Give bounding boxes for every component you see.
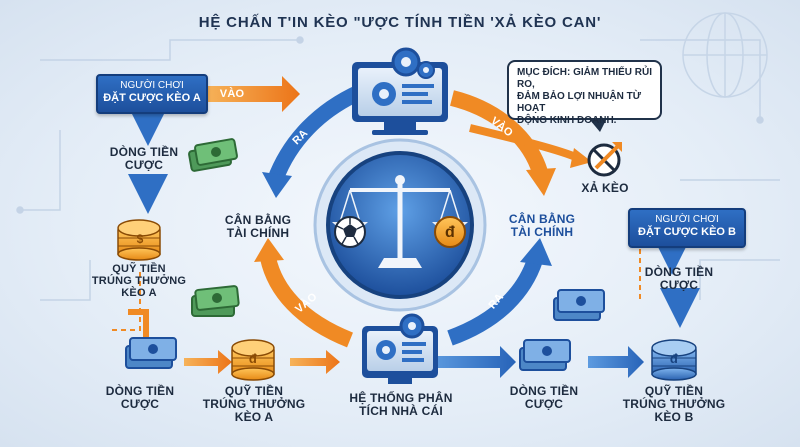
coin-stack-icon-dong-a	[231, 339, 275, 381]
bet-flow-label-right: DÒNG TIỀN CƯỢC	[624, 266, 734, 292]
hedge-shield-icon	[587, 142, 622, 177]
bet-flow-label-bottom-left: DÒNG TIỀN CƯỢC	[90, 385, 190, 411]
purpose-callout: MỤC ĐÍCH: GIẢM THIỂU RỦI RO, ĐẢM BẢO LỢI…	[507, 60, 662, 126]
win-fund-left-line1: QUỸ TIỀN	[112, 263, 166, 275]
left-flow-arrows	[128, 106, 700, 328]
dong-symbol-a: đ	[248, 351, 258, 366]
player-bet-a-line2: ĐẶT CƯỢC KÈO A	[103, 91, 201, 104]
bottom-fund-b-line3: KÈO B	[654, 409, 694, 424]
diagram-title: HỆ CHẤN T'IN KÈO "ƯỢC TÍNH TIỀN 'XẢ KÈO …	[198, 14, 602, 31]
cash-stack-icon-bottom-left	[125, 337, 177, 369]
win-fund-left-line3: KÈO A	[121, 286, 157, 299]
callout-line1: MỤC ĐÍCH: GIẢM THIỂU RỦI RO,	[517, 67, 652, 90]
bottom-bet-left-line2: CƯỢC	[120, 396, 160, 411]
dong-symbol-scale: đ	[445, 224, 455, 241]
bottom-fund-b-line1: QUỸ TIỀN	[644, 384, 704, 398]
globe-icon	[682, 12, 768, 98]
callout-pointer	[590, 120, 606, 132]
cash-stack-icon-right	[553, 289, 605, 321]
callout-line3: ĐỘNG KINH DOANH.	[517, 115, 617, 126]
bet-flow-right-line2: CƯỢC	[659, 277, 699, 292]
player-bet-b-line1: NGƯỜI CHƠI	[655, 214, 719, 225]
dong-coin-icon	[434, 216, 466, 248]
win-fund-left-line2: TRÚNG THƯỞNG	[91, 274, 187, 287]
dong-symbol-b: đ	[669, 351, 679, 366]
cash-stack-icon-left	[188, 138, 238, 172]
player-bet-a-box: NGƯỜI CHƠI ĐẶT CƯỢC KÈO A	[96, 74, 208, 114]
bottom-flow-arrows	[184, 346, 644, 378]
balance-label-right: CÂN BẰNG TÀI CHÍNH	[492, 213, 592, 239]
win-fund-b-label-bottom: QUỸ TIỀN TRÚNG THƯỞNG KÈO B	[616, 385, 732, 424]
win-fund-a-label-left: QUỸ TIỀN TRÚNG THƯỞNG KÈO A	[74, 263, 204, 300]
circuit-lines	[16, 36, 780, 301]
cash-stack-icon-bottom-right	[519, 339, 571, 371]
balance-left-line2: TÀI CHÍNH	[226, 225, 290, 240]
bottom-bet-right-line1: DÒNG TIỀN	[509, 384, 579, 398]
bottom-bet-left-line1: DÒNG TIỀN	[105, 384, 175, 398]
callout-line2: ĐẢM BẢO LỢI NHUẬN TỪ HOẠT	[517, 91, 642, 114]
player-bet-b-line2: ĐẶT CƯỢC KÈO B	[638, 225, 736, 238]
bet-flow-right-line1: DÒNG TIỀN	[644, 265, 714, 279]
bet-flow-left-line1: DÒNG TIỀN	[109, 145, 179, 159]
top-server-monitor-icon	[352, 47, 448, 135]
coin-stack-icon-dollar	[117, 219, 161, 261]
bet-flow-left-line2: CƯỢC	[124, 157, 164, 172]
bottom-fund-a-line2: TRÚNG THƯỞNG	[202, 396, 306, 411]
in-arrow-top-left	[205, 76, 300, 112]
soccer-ball-icon	[334, 216, 366, 248]
system-line1: HỆ THỐNG PHÂN	[349, 391, 453, 405]
player-bet-b-box: NGƯỜI CHƠI ĐẶT CƯỢC KÈO B	[628, 208, 746, 248]
balance-left-line1: CÂN BẰNG	[224, 213, 292, 227]
balance-right-line1: CÂN BẰNG	[508, 212, 576, 226]
system-analysis-label: HỆ THỐNG PHÂN TÍCH NHÀ CÁI	[336, 392, 466, 418]
bottom-bet-right-line2: CƯỢC	[524, 396, 564, 411]
balance-label-left: CÂN BẰNG TÀI CHÍNH	[208, 214, 308, 240]
bet-flow-label-bottom-right: DÒNG TIỀN CƯỢC	[494, 385, 594, 411]
bottom-fund-a-line1: QUỸ TIỀN	[224, 384, 284, 398]
hedge-label: XẢ KÈO	[581, 181, 629, 195]
curved-arrows	[254, 84, 592, 348]
bottom-analysis-monitor-icon	[362, 313, 438, 384]
player-bet-a-line1: NGƯỜI CHƠI	[120, 80, 184, 91]
bottom-fund-b-line2: TRÚNG THƯỞNG	[622, 396, 726, 411]
cash-stack-icon-middle	[191, 285, 240, 317]
coin-stack-icon-dong-b	[651, 339, 697, 381]
dollar-symbol: $	[136, 232, 144, 246]
win-fund-a-label-bottom: QUỸ TIỀN TRÚNG THƯỞNG KÈO A	[196, 385, 312, 424]
system-line2: TÍCH NHÀ CÁI	[359, 403, 443, 418]
balance-right-line2: TÀI CHÍNH	[510, 224, 574, 239]
bet-flow-label-left: DÒNG TIỀN CƯỢC	[84, 146, 204, 172]
in-label-top-left: VÀO	[219, 88, 245, 100]
bottom-fund-a-line3: KÈO A	[234, 409, 274, 424]
